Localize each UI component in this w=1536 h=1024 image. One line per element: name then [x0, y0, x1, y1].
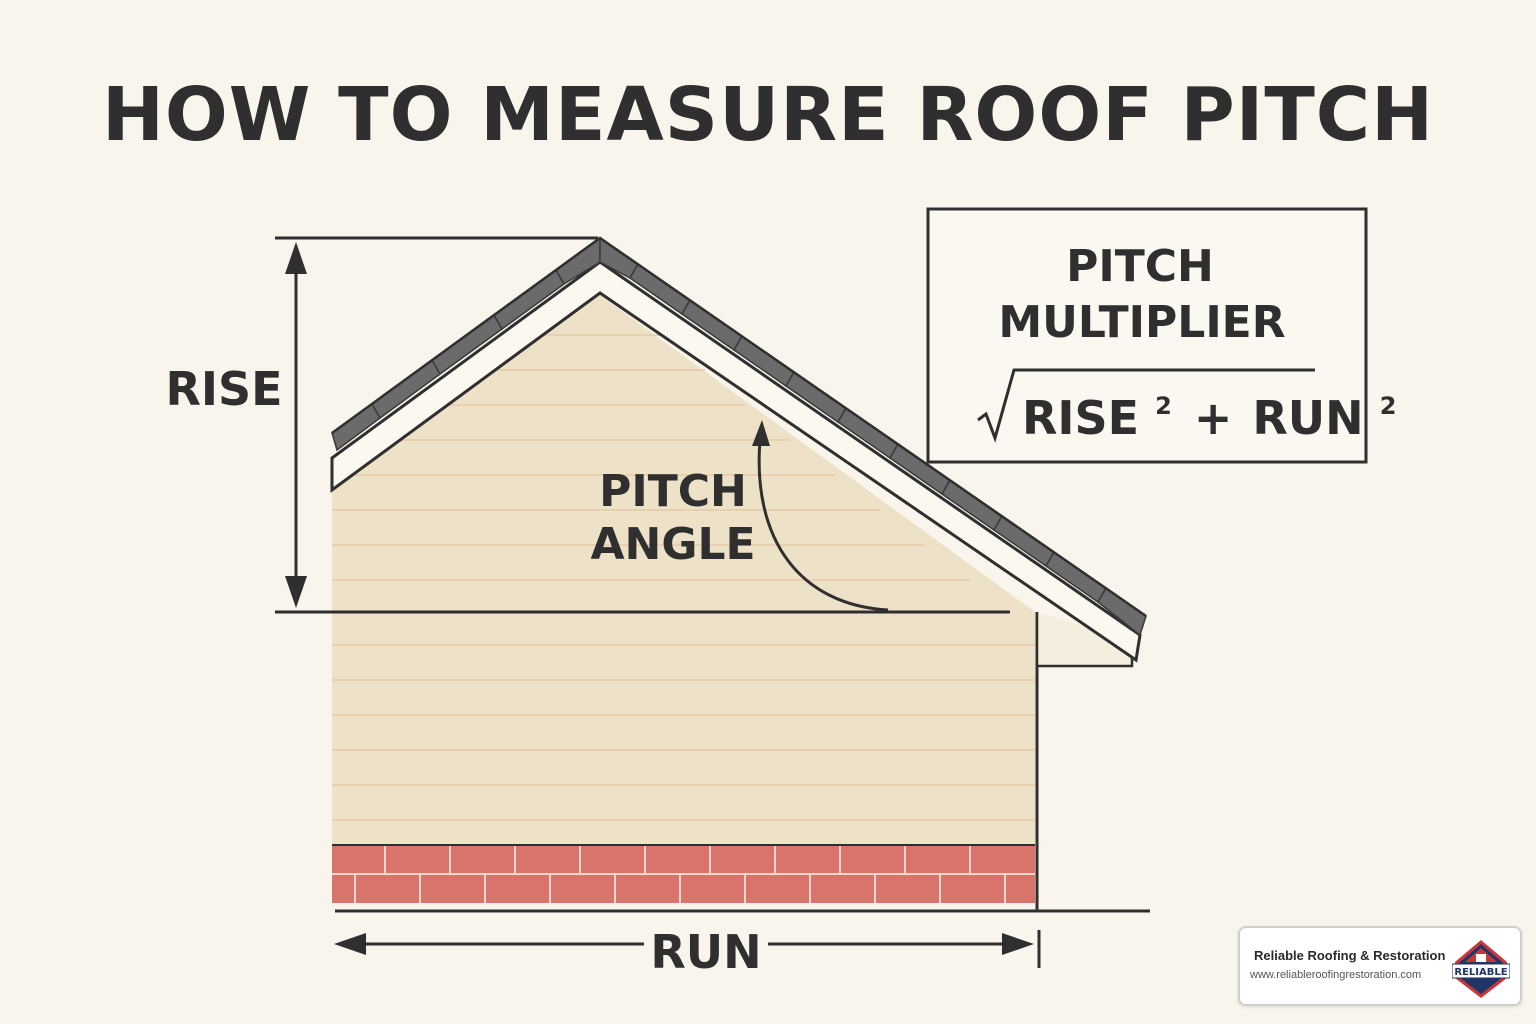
- pitch-angle-label-line1: PITCH: [599, 466, 747, 517]
- formula-heading-line2: MULTIPLIER: [998, 297, 1285, 348]
- formula-term-run: RUN: [1252, 391, 1363, 445]
- formula-term-rise: RISE: [1022, 391, 1139, 445]
- brand-name: Reliable Roofing & Restoration: [1254, 948, 1446, 963]
- formula-exponent-run: 2: [1380, 392, 1397, 420]
- pitch-multiplier-box: PITCH MULTIPLIER RISE 2 + RUN 2: [926, 207, 1396, 464]
- brick-foundation: [332, 844, 1035, 903]
- brand-card[interactable]: Reliable Roofing & Restoration www.relia…: [1238, 926, 1522, 1006]
- siding-lines: [332, 334, 1035, 821]
- run-arrow: [334, 930, 1041, 968]
- brand-url[interactable]: www.reliableroofingrestoration.com: [1250, 969, 1422, 981]
- roof-shingles: [331, 236, 1147, 637]
- formula-expression: RISE 2 + RUN 2: [1022, 371, 1396, 445]
- brand-logo-text: RELIABLE: [1454, 967, 1507, 978]
- brand-logo: RELIABLE: [1452, 940, 1510, 998]
- rise-arrow: [285, 242, 307, 608]
- formula-exponent-rise: 2: [1155, 392, 1172, 420]
- roof-top-edge: [331, 236, 1147, 618]
- page-title: HOW TO MEASURE ROOF PITCH: [101, 72, 1435, 158]
- pitch-angle-label-line2: ANGLE: [590, 519, 755, 570]
- house-wall: [332, 295, 1035, 845]
- rise-label: RISE: [165, 362, 282, 416]
- pitch-angle-arc: [752, 420, 889, 612]
- square-root-sign: [977, 368, 1315, 443]
- run-label: RUN: [650, 925, 761, 979]
- formula-plus: +: [1194, 391, 1233, 445]
- formula-heading-line1: PITCH: [1066, 241, 1214, 292]
